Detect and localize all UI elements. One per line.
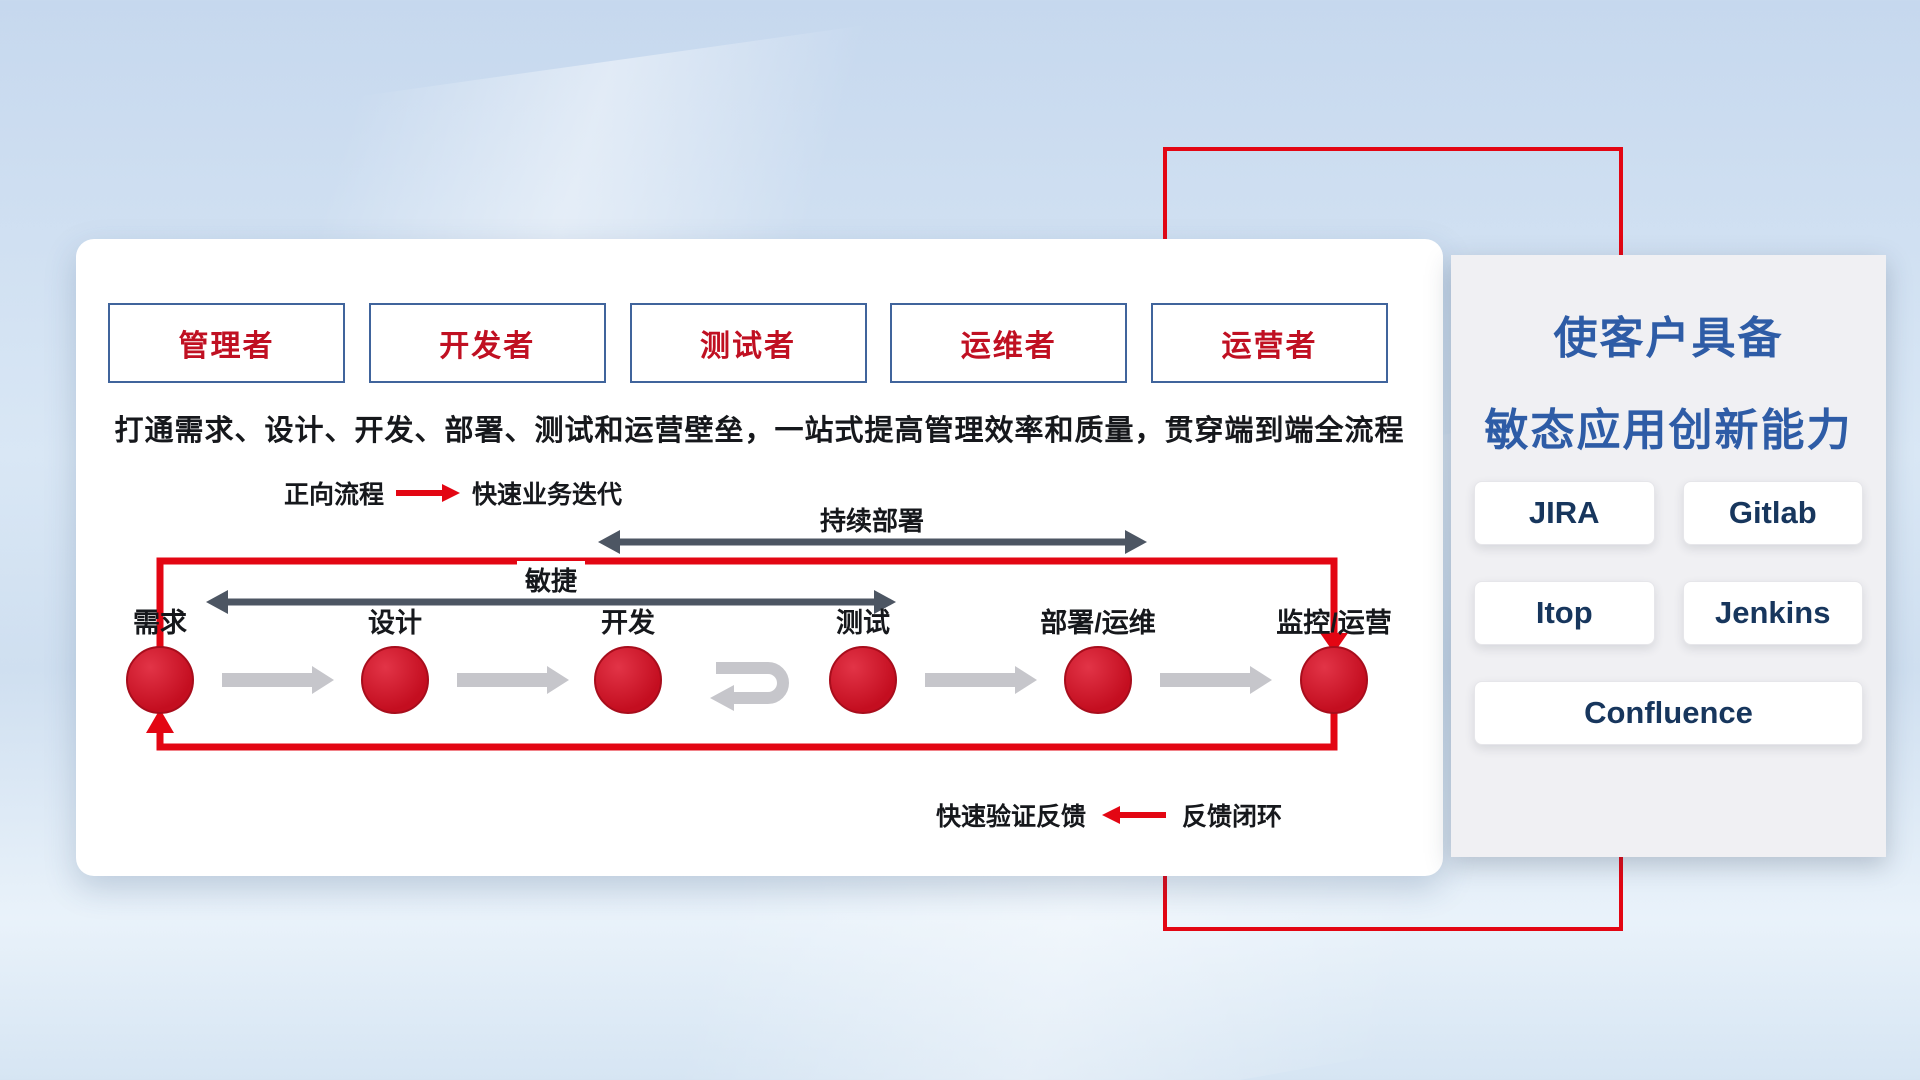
side-title-line1: 使客户具备 xyxy=(1553,314,1784,363)
agile-double-arrow xyxy=(206,590,896,614)
side-panel-title: 使客户具备 敏态应用创新能力 xyxy=(1451,293,1886,477)
tools-side-panel: 使客户具备 敏态应用创新能力 JIRA Gitlab Itop Jenkins … xyxy=(1451,255,1886,857)
stage-label-deploy-ops: 部署/运维 xyxy=(1040,608,1156,638)
iteration-loop-icon xyxy=(710,662,789,711)
forward-loop-line xyxy=(156,557,1348,653)
stage-node-test xyxy=(829,646,897,714)
stage-node-requirements xyxy=(126,646,194,714)
feedback-loop-line xyxy=(146,705,1338,751)
legend-forward-desc: 快速业务迭代 xyxy=(472,481,623,509)
legend-feedback-desc: 反馈闭环 xyxy=(1182,803,1283,831)
legend-feedback: 快速验证反馈 反馈闭环 xyxy=(936,797,1282,833)
role-box-tester: 测试者 xyxy=(629,303,867,383)
tool-card-jira: JIRA xyxy=(1474,481,1655,545)
legend-forward-label: 正向流程 xyxy=(284,481,385,509)
stage-label-develop: 开发 xyxy=(601,608,655,638)
legend-forward: 正向流程 快速业务迭代 xyxy=(284,475,622,511)
role-box-operator: 运营者 xyxy=(1151,303,1388,383)
tools-grid: JIRA Gitlab Itop Jenkins Confluence xyxy=(1474,481,1863,745)
tool-card-confluence: Confluence xyxy=(1474,681,1863,745)
role-box-ops: 运维者 xyxy=(890,303,1128,383)
tool-card-jenkins: Jenkins xyxy=(1682,581,1863,645)
stage-node-design xyxy=(361,646,429,714)
role-box-developer: 开发者 xyxy=(368,303,606,383)
stage-label-requirements: 需求 xyxy=(133,608,187,638)
legend-feedback-label: 快速验证反馈 xyxy=(936,803,1087,831)
roles-row: 管理者 开发者 测试者 运维者 运营者 xyxy=(108,303,1388,383)
flow-arrows-layer xyxy=(146,530,1348,751)
stage-node-deploy-ops xyxy=(1064,646,1132,714)
stage-arrow xyxy=(925,666,1037,694)
side-title-line2: 敏态应用创新能力 xyxy=(1484,406,1853,455)
cd-double-arrow xyxy=(598,530,1147,554)
forward-arrow-icon xyxy=(396,484,461,502)
stage-node-monitor-op xyxy=(1300,646,1368,714)
tool-card-itop: Itop xyxy=(1474,581,1655,645)
role-box-manager: 管理者 xyxy=(108,303,345,383)
devops-flow-panel: 管理者 开发者 测试者 运维者 运营者 打通需求、设计、开发、部署、测试和运营壁… xyxy=(76,239,1443,876)
stage-arrow xyxy=(457,666,569,694)
continuous-deploy-label: 持续部署 xyxy=(811,501,933,538)
agile-label: 敏捷 xyxy=(516,561,586,598)
stage-node-develop xyxy=(594,646,662,714)
tool-card-gitlab: Gitlab xyxy=(1682,481,1863,545)
panel-subtitle: 打通需求、设计、开发、部署、测试和运营壁垒，一站式提高管理效率和质量，贯穿端到端… xyxy=(114,415,1405,447)
stage-label-test: 测试 xyxy=(836,608,890,638)
stage-label-monitor-op: 监控/运营 xyxy=(1276,608,1392,638)
stage-arrow xyxy=(222,666,334,694)
stage-arrow xyxy=(1160,666,1272,694)
stage-label-design: 设计 xyxy=(368,608,422,638)
feedback-arrow-icon xyxy=(1102,806,1167,824)
